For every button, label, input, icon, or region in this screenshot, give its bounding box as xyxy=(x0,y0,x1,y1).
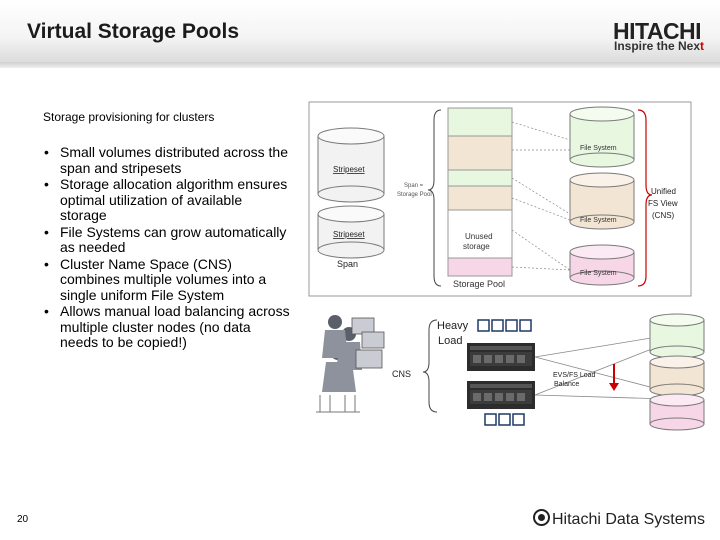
file-system-label-3: File System xyxy=(580,270,617,277)
cns-cylinder-tan xyxy=(649,355,705,397)
cns-cylinder-green xyxy=(649,313,705,359)
stripeset-label-1: Stripeset xyxy=(333,165,365,174)
bullet-list: Small volumes distributed across the spa… xyxy=(30,144,290,352)
bullet-item: Storage allocation algorithm ensures opt… xyxy=(30,176,290,224)
fs-squares-bottom xyxy=(484,413,525,426)
users-group-icon xyxy=(316,315,385,413)
bullet-item: Small volumes distributed across the spa… xyxy=(30,144,290,176)
pool-segment-tan-1 xyxy=(447,135,513,171)
bullet-item: Allows manual load balancing across mult… xyxy=(30,303,290,351)
footer-text: Hitachi Data Systems xyxy=(552,511,705,528)
hitachi-mark-icon xyxy=(533,509,550,526)
pool-segment-tan-2 xyxy=(447,185,513,211)
server-node-1 xyxy=(467,343,535,371)
tagline-text: Inspire the Nex xyxy=(614,39,701,53)
slide-subtitle: Storage provisioning for clusters xyxy=(43,110,215,124)
header-divider xyxy=(0,62,720,68)
unified-fs-label-1: Unified xyxy=(651,187,676,196)
tagline-accent: t xyxy=(700,39,705,53)
heavy-load-label-1: Heavy xyxy=(437,320,469,332)
file-system-label-2: File System xyxy=(580,217,617,224)
span-pool-label-2: Storage Pool xyxy=(397,192,432,198)
heavy-load-label-2: Load xyxy=(438,335,462,347)
server-node-2 xyxy=(467,381,535,409)
fs-squares-top xyxy=(477,319,532,332)
unified-fs-label-3: (CNS) xyxy=(652,211,675,220)
hitachi-logo: HITACHI xyxy=(613,18,702,44)
header-bar xyxy=(0,0,720,62)
unified-fs-label-2: FS View xyxy=(648,199,678,208)
page-title: Virtual Storage Pools xyxy=(27,20,239,43)
hitachi-tagline: Inspire the Next xyxy=(614,39,704,53)
pool-segment-pink xyxy=(447,257,513,277)
pool-brace xyxy=(427,109,442,287)
evs-label-2: Balance xyxy=(554,381,579,388)
pool-segment-green-2 xyxy=(447,169,513,187)
span-pool-label-1: Span = xyxy=(404,183,424,189)
cns-label: CNS xyxy=(392,369,411,379)
cns-cylinder-pink xyxy=(649,393,705,431)
file-system-cylinder-2 xyxy=(569,172,635,230)
footer-logo: Hitachi Data Systems xyxy=(533,509,705,529)
cns-brace xyxy=(422,319,438,413)
pool-segment-unused xyxy=(447,209,513,259)
unified-view-bracket xyxy=(637,109,653,287)
file-system-cylinder-1 xyxy=(569,106,635,168)
file-system-label-1: File System xyxy=(580,145,617,152)
pool-segment-green-1 xyxy=(447,107,513,137)
storage-pool-label: Storage Pool xyxy=(453,279,505,289)
bullet-item: File Systems can grow automatically as n… xyxy=(30,224,290,256)
stripeset-label-2: Stripeset xyxy=(333,230,365,239)
bullet-item: Cluster Name Space (CNS) combines multip… xyxy=(30,256,290,304)
stripeset-cylinder-1 xyxy=(317,127,385,203)
unused-storage-label-1: Unused xyxy=(465,232,493,241)
file-system-cylinder-3 xyxy=(569,244,635,286)
unused-storage-label-2: storage xyxy=(463,242,490,251)
span-label: Span xyxy=(337,259,358,269)
load-balance-arrow-icon xyxy=(609,364,619,391)
evs-label-1: EVS/FS Load xyxy=(553,372,596,379)
stripeset-cylinder-2 xyxy=(317,205,385,259)
mapping-lines xyxy=(511,121,571,271)
page-number: 20 xyxy=(17,514,29,525)
